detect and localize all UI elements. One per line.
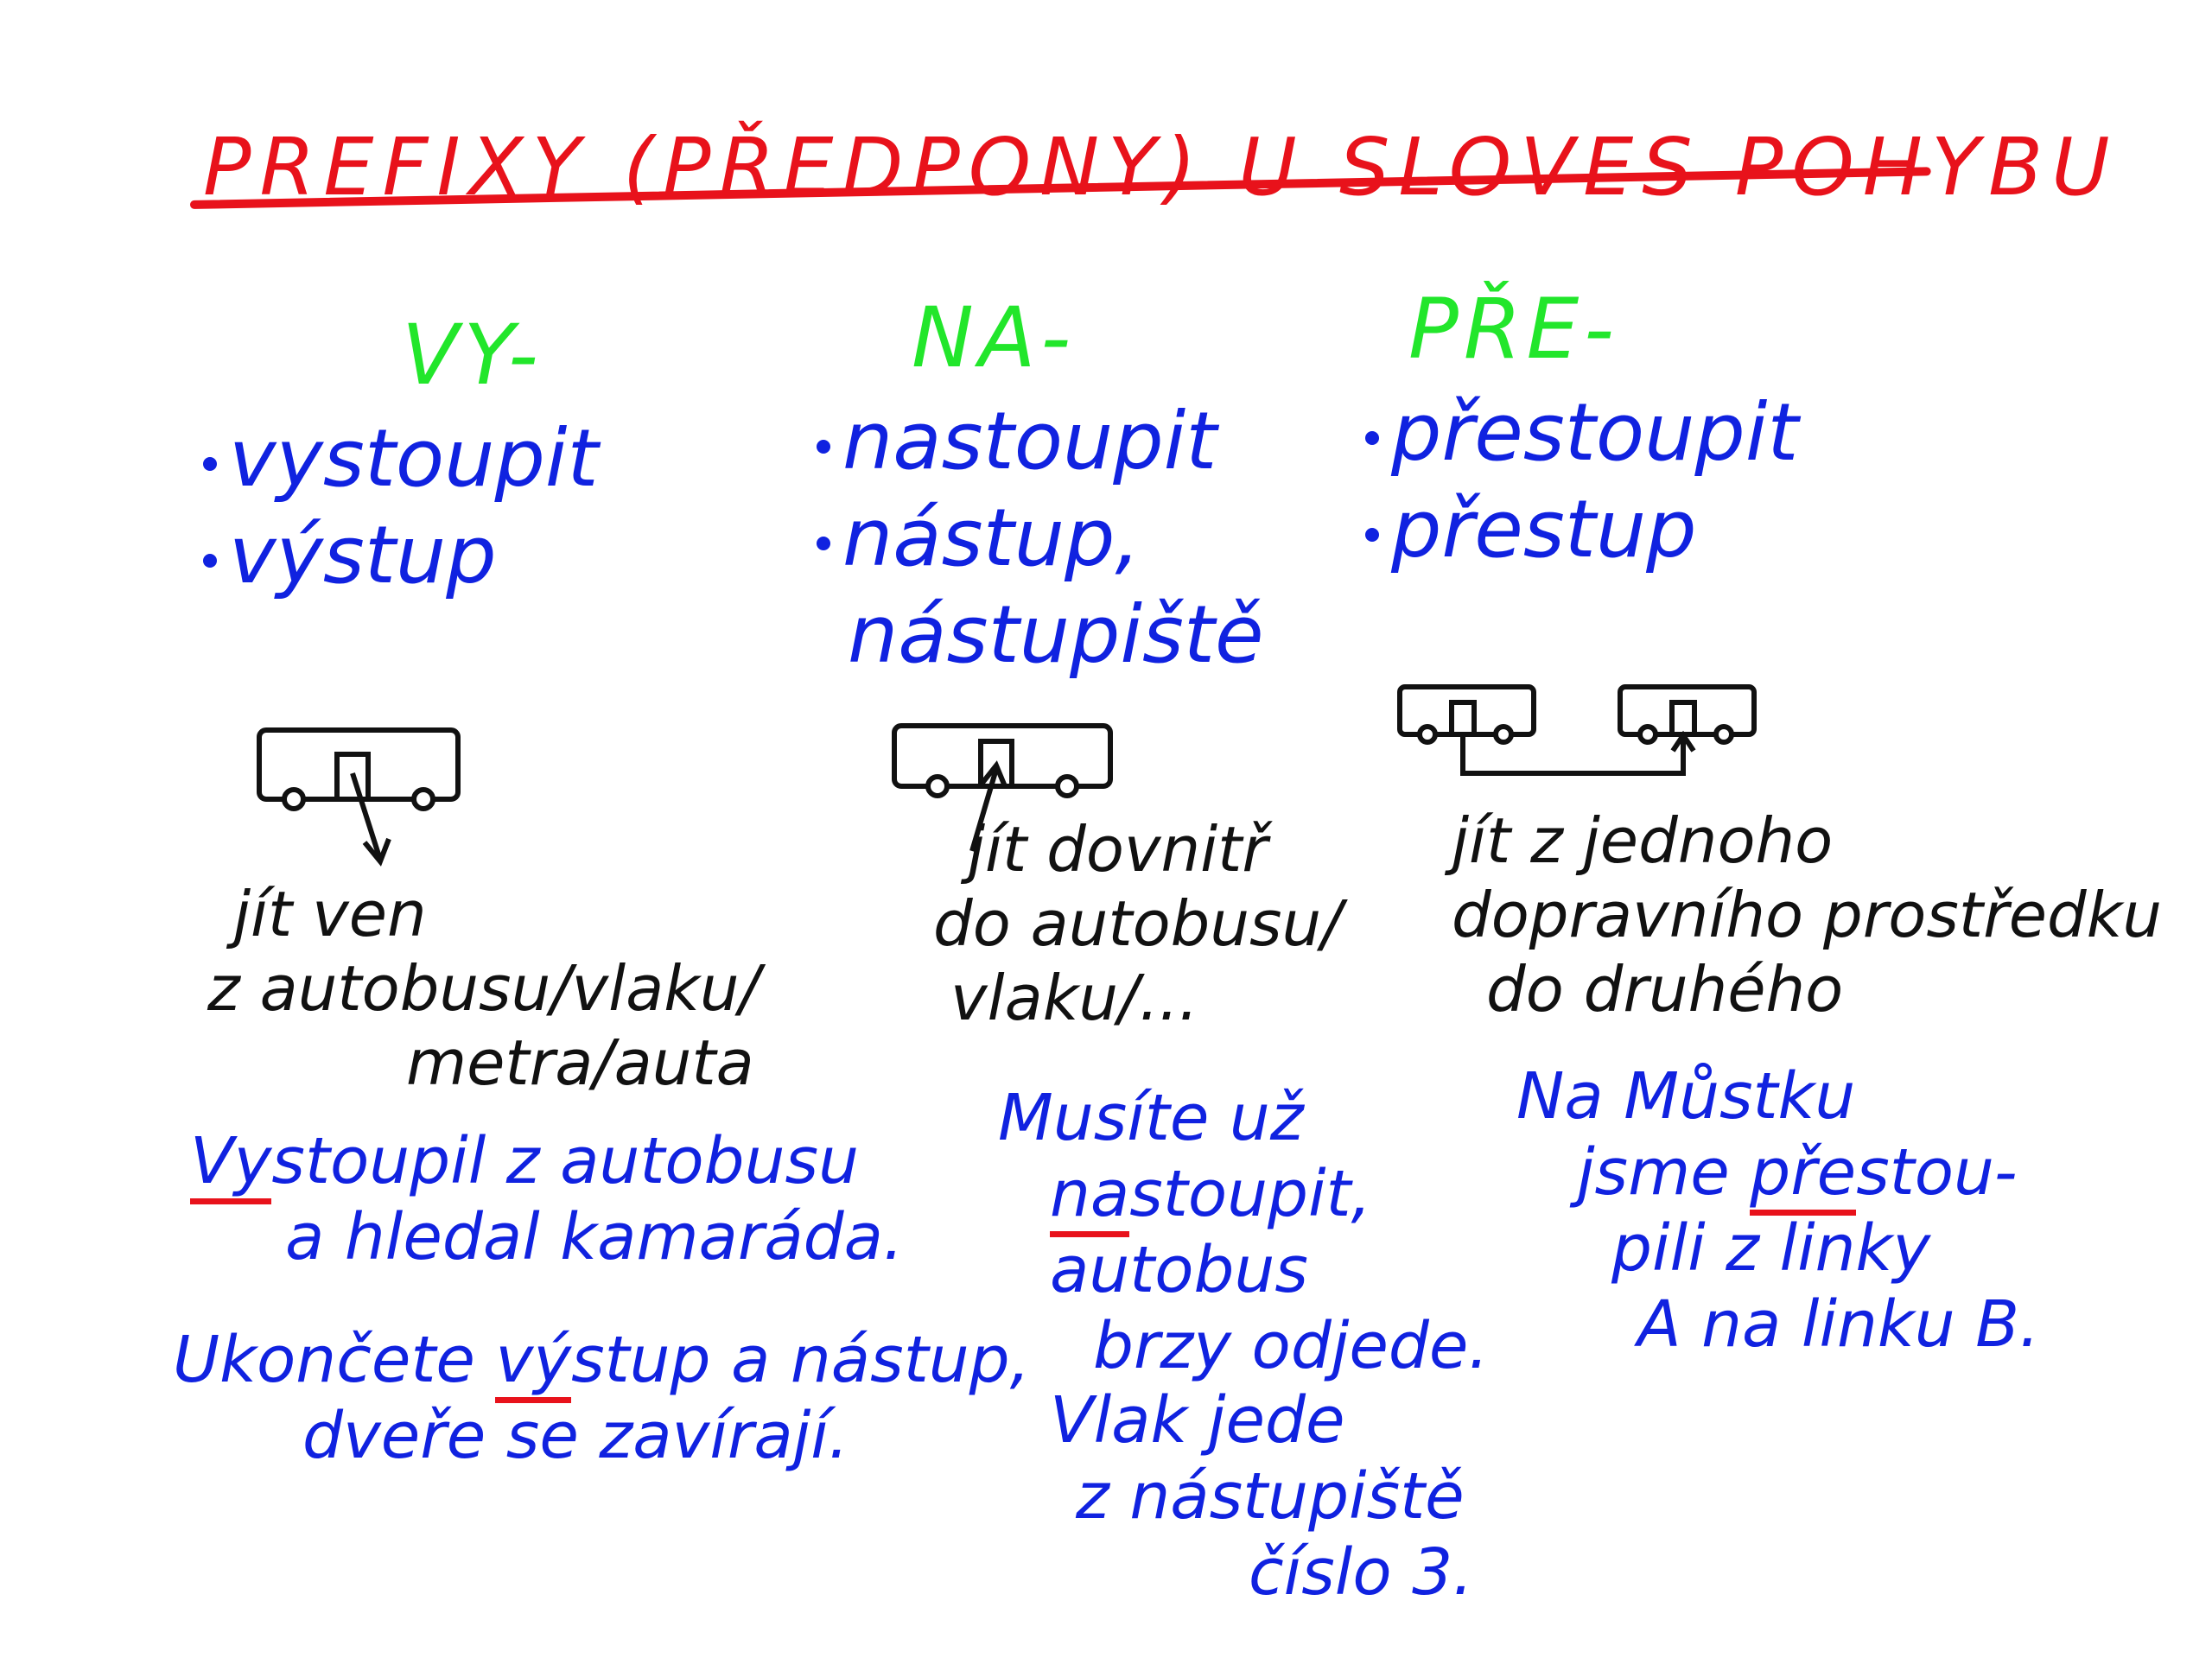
list-item: nástup,nástupiště: [817, 490, 1264, 683]
highlight-prefix: Vy: [190, 1124, 272, 1204]
example-na-1: Musíte už nastoupit, autobus brzy odjede…: [998, 1081, 1489, 1383]
bullet-icon: [203, 553, 217, 568]
explanation-vy: jít ven z autobusu/vlaku/ metra/auta: [207, 878, 760, 1099]
explanation-pre: jít z jednoho dopravního prostředku do d…: [1452, 804, 2163, 1026]
list-item: vystoupit: [203, 410, 599, 507]
bullet-icon: [1365, 430, 1379, 445]
word-list-na: nastoupit nástup,nástupiště: [817, 393, 1264, 683]
bus-transfer-icon: [1397, 684, 1757, 776]
list-item: nastoupit: [817, 393, 1264, 490]
prefix-pre: PŘE-: [1408, 281, 1619, 378]
highlight-prefix: na: [1050, 1157, 1130, 1237]
prefix-na: NA-: [912, 289, 1077, 386]
prefix-vy: VY-: [402, 307, 543, 403]
example-vy-1: Vystoupil z autobusu a hledal kamaráda.: [190, 1124, 904, 1274]
example-na-2: Vlak jede z nástupiště číslo 3.: [1050, 1383, 1473, 1610]
list-item: výstup: [203, 507, 599, 604]
bus-enter-icon: [892, 723, 1113, 852]
example-pre-1: Na Můstku jsme přestou- pili z linky A n…: [1516, 1059, 2040, 1362]
bus-exit-icon: [257, 727, 461, 867]
example-vy-2: Ukončete výstup a nástup, dveře se zavír…: [173, 1323, 1031, 1473]
word-list-vy: vystoupit výstup: [203, 410, 599, 604]
bullet-icon: [817, 439, 830, 454]
list-item: přestoupit: [1365, 384, 1798, 481]
word-list-pre: přestoupit přestup: [1365, 384, 1798, 578]
explanation-na: jít dovnitř do autobusu/ vlaku/...: [933, 813, 1343, 1034]
highlight-prefix: vý: [495, 1323, 572, 1403]
list-item: přestup: [1365, 481, 1798, 578]
highlight-prefix: pře: [1750, 1135, 1857, 1216]
bullet-icon: [203, 456, 217, 471]
bullet-icon: [817, 536, 830, 550]
bullet-icon: [1365, 527, 1379, 542]
